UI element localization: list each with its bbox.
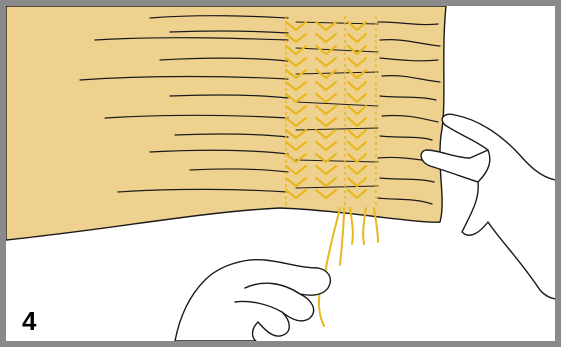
- step-number: 4: [22, 308, 36, 334]
- fabric-swatch: [6, 6, 446, 240]
- left-hand: [175, 260, 330, 341]
- loose-threads: [319, 208, 378, 326]
- sewing-illustration: [6, 6, 555, 341]
